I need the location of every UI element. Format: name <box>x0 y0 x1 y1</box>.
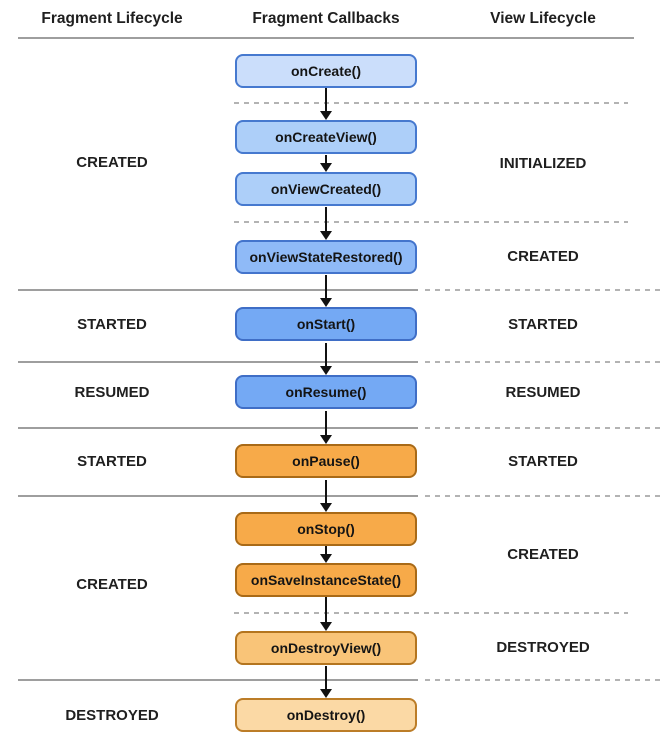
view-state-started-2: STARTED <box>508 453 578 470</box>
arrow-down-icon <box>319 480 333 512</box>
callback-box-onpause: onPause() <box>235 444 417 478</box>
header-fragment-callbacks: Fragment Callbacks <box>252 10 400 27</box>
solid-divider <box>18 679 418 681</box>
fragment-state-destroyed: DESTROYED <box>65 707 159 724</box>
view-state-resumed: RESUMED <box>505 384 581 401</box>
callback-box-onstart: onStart() <box>235 307 417 341</box>
view-state-created-1: CREATED <box>507 248 579 265</box>
fragment-state-started-1: STARTED <box>77 316 147 333</box>
solid-divider <box>18 427 418 429</box>
view-state-created-2: CREATED <box>507 546 579 563</box>
callback-box-ondestroyview: onDestroyView() <box>235 631 417 665</box>
header-fragment-lifecycle: Fragment Lifecycle <box>41 10 183 27</box>
dashed-divider <box>234 102 628 104</box>
arrow-down-icon <box>319 666 333 698</box>
fragment-state-started-2: STARTED <box>77 453 147 470</box>
callback-box-onviewstaterestored: onViewStateRestored() <box>235 240 417 274</box>
arrow-down-icon <box>319 411 333 444</box>
solid-divider <box>18 495 418 497</box>
header-view-lifecycle: View Lifecycle <box>490 10 596 27</box>
fragment-state-created-2: CREATED <box>76 576 148 593</box>
view-state-destroyed: DESTROYED <box>496 639 590 656</box>
view-state-initialized: INITIALIZED <box>499 155 587 172</box>
callback-box-ondestroy: onDestroy() <box>235 698 417 732</box>
solid-divider <box>18 361 418 363</box>
dashed-divider <box>425 679 660 681</box>
arrow-down-icon <box>319 275 333 307</box>
dashed-divider <box>425 361 660 363</box>
arrow-down-icon <box>319 343 333 375</box>
callback-box-onsaveinstancestate: onSaveInstanceState() <box>235 563 417 597</box>
callback-box-onstop: onStop() <box>235 512 417 546</box>
fragment-state-created-1: CREATED <box>76 154 148 171</box>
arrow-down-icon <box>319 88 333 120</box>
callback-box-oncreate: onCreate() <box>235 54 417 88</box>
solid-divider <box>18 289 418 291</box>
header-divider-line <box>18 37 634 39</box>
dashed-divider <box>425 495 660 497</box>
dashed-divider <box>425 289 660 291</box>
dashed-divider <box>234 612 628 614</box>
fragment-state-resumed: RESUMED <box>74 384 150 401</box>
arrow-down-icon <box>319 155 333 172</box>
arrow-down-icon <box>319 207 333 240</box>
arrow-down-icon <box>319 546 333 563</box>
view-state-started-1: STARTED <box>508 316 578 333</box>
callback-box-onviewcreated: onViewCreated() <box>235 172 417 206</box>
callback-box-oncreateview: onCreateView() <box>235 120 417 154</box>
arrow-down-icon <box>319 597 333 631</box>
dashed-divider <box>234 221 628 223</box>
callback-box-onresume: onResume() <box>235 375 417 409</box>
dashed-divider <box>425 427 660 429</box>
